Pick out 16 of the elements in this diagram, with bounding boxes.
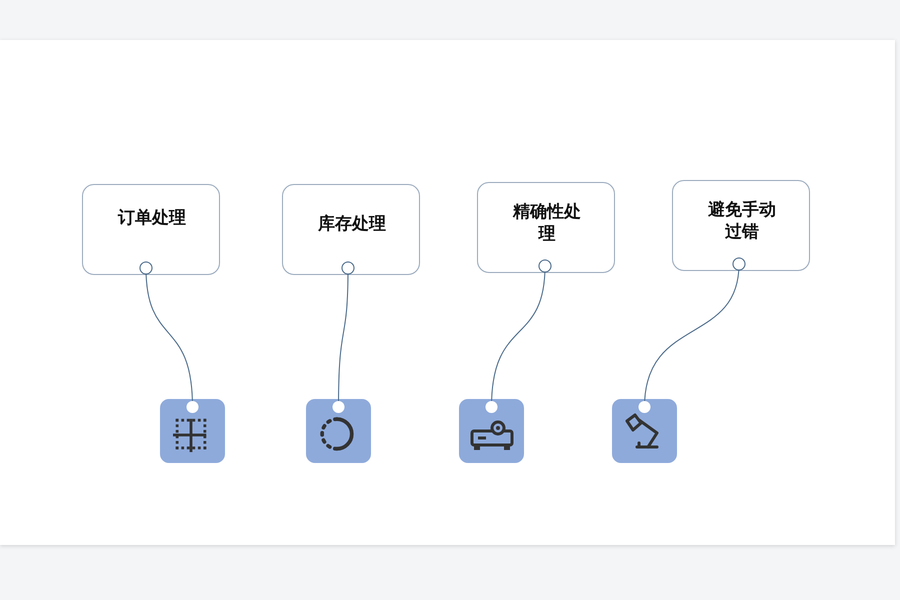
- text-box: [82, 184, 220, 275]
- text-box: [672, 180, 810, 271]
- box-label: 库存处理: [316, 213, 387, 235]
- icon-tag: [459, 399, 524, 463]
- connector-line: [638, 258, 746, 413]
- icon-tag: [612, 399, 677, 463]
- connector-line: [486, 260, 552, 413]
- text-box: [477, 182, 615, 273]
- connector-line: [140, 262, 198, 413]
- icon-tag: [306, 399, 371, 463]
- connector-line: [332, 262, 354, 413]
- box-label: 精确性处理: [512, 201, 582, 245]
- icon-tag: [160, 399, 225, 463]
- text-box: [282, 184, 420, 275]
- box-label: 订单处理: [116, 207, 187, 229]
- box-label: 避免手动过错: [707, 199, 777, 243]
